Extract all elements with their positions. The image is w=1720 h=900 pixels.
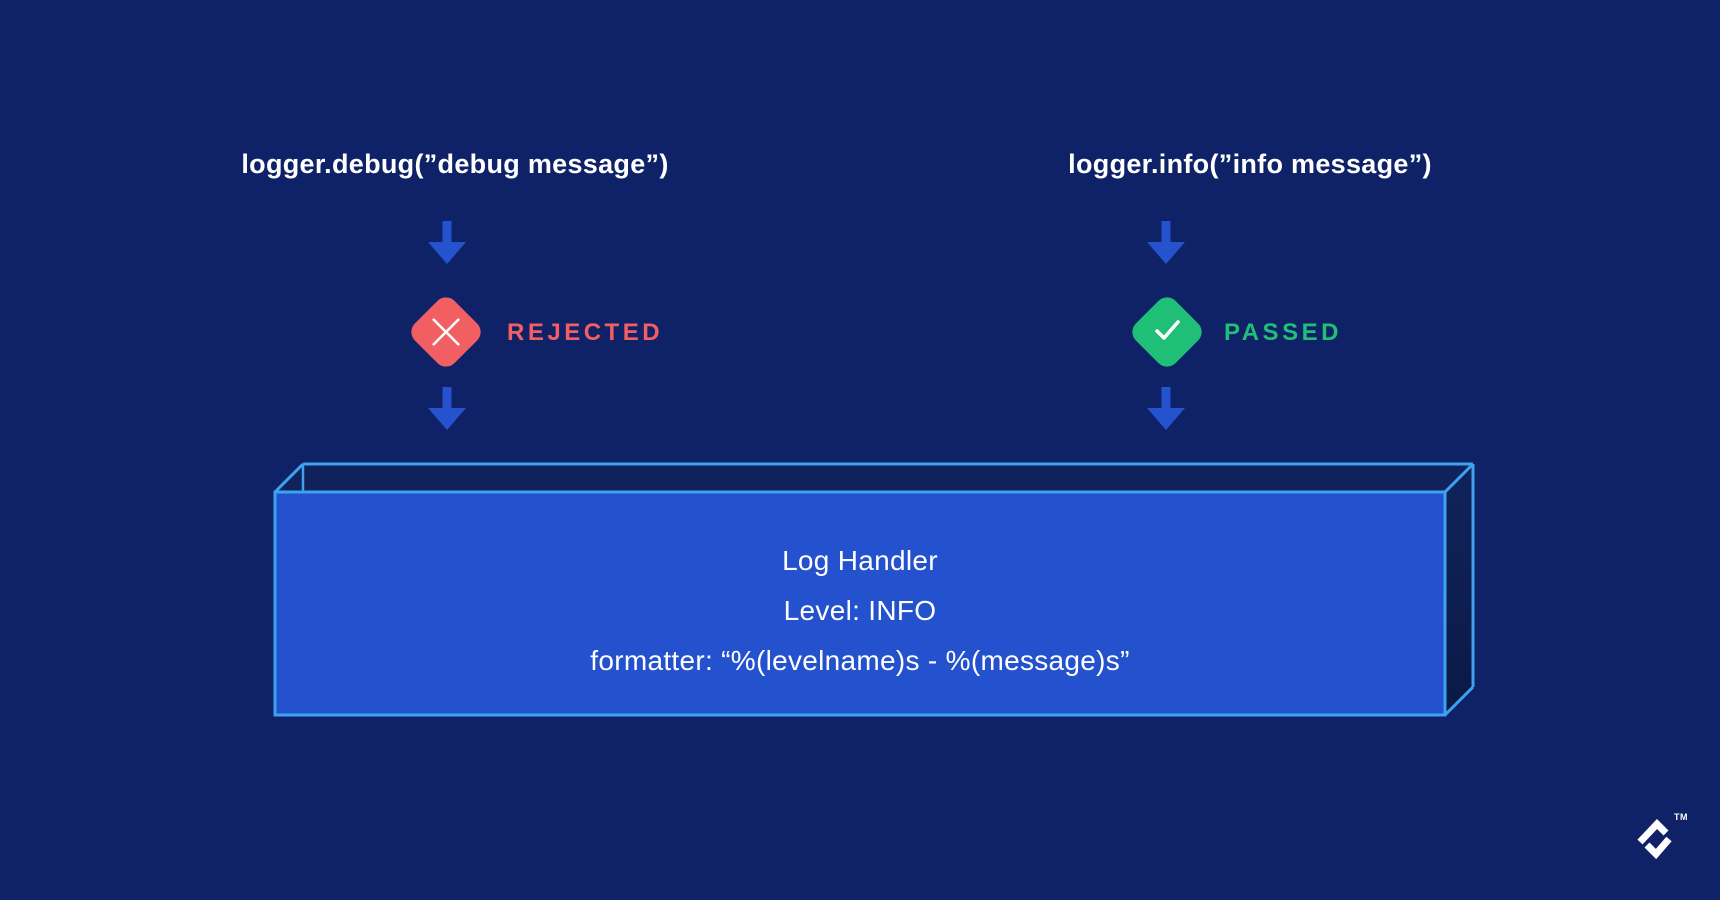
box-title: Log Handler [782, 544, 938, 576]
arrow-down-icon [1147, 387, 1185, 430]
check-icon [1155, 320, 1180, 340]
x-icon [432, 318, 460, 346]
info-call-label: logger.info(”info message”) [1068, 149, 1432, 179]
log-handler-text: Log Handler Level: INFO formatter: “%(le… [275, 492, 1445, 715]
trademark-symbol: TM [1674, 812, 1688, 822]
arrow-down-icon [428, 221, 466, 264]
box-top-face [275, 464, 1473, 492]
log-handler-box [273, 462, 1475, 717]
box-formatter: formatter: “%(levelname)s - %(message)s” [590, 644, 1130, 676]
box-level: Level: INFO [783, 594, 937, 626]
passed-label: PASSED [1224, 319, 1342, 346]
arrow-down-icon [1147, 221, 1185, 264]
debug-call-label: logger.debug(”debug message”) [241, 149, 669, 179]
arrow-down-icon [428, 387, 466, 430]
rejected-label: REJECTED [507, 319, 664, 346]
toptal-logo-icon [1637, 818, 1672, 860]
box-front-face [273, 490, 1447, 717]
box-right-face [1445, 464, 1473, 715]
